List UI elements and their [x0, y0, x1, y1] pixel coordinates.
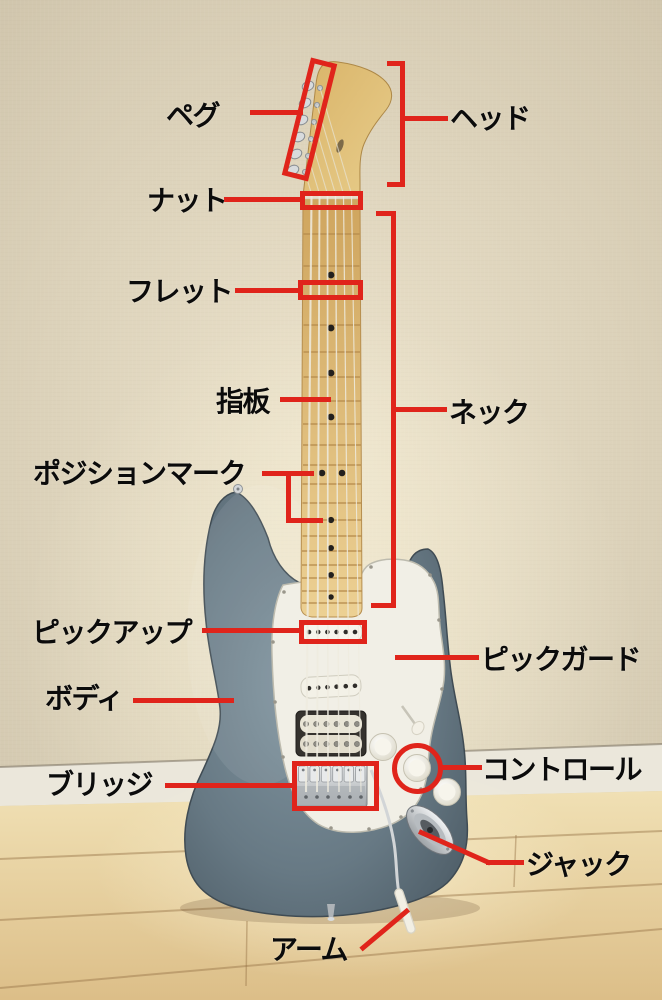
peg-callout-line — [250, 110, 303, 115]
neck-bracket-bottom — [371, 603, 396, 608]
nut-callout-line — [224, 197, 301, 202]
pickguard-callout-line — [395, 655, 479, 660]
head-bracket-top — [387, 61, 405, 66]
control-highlight-circle — [392, 743, 443, 794]
peg-highlight-box — [281, 57, 338, 182]
position-mark-vertical — [286, 471, 291, 523]
label-control: コントロール — [482, 754, 643, 785]
label-bridge: ブリッジ — [46, 769, 154, 800]
label-pickup: ピックアップ — [32, 617, 193, 648]
neck-bracket-top — [376, 211, 396, 216]
strap-pin-horn — [233, 484, 243, 494]
jack-callout-line-diagonal — [417, 829, 492, 866]
bridge-humbucker-pickup — [295, 710, 367, 757]
label-position-mark: ポジションマーク — [33, 458, 247, 489]
arm-callout-line — [359, 907, 411, 952]
position-mark-line-lower — [286, 518, 323, 523]
label-body: ボディ — [45, 683, 124, 714]
neck-callout-line — [396, 407, 447, 412]
headstock-strings — [304, 87, 353, 195]
label-fret: フレット — [126, 276, 234, 307]
label-head: ヘッド — [450, 103, 531, 134]
label-arm: アーム — [270, 934, 348, 965]
head-bracket-bottom — [387, 182, 405, 187]
fret-callout-line — [235, 288, 299, 293]
jack-callout-line — [486, 860, 524, 865]
label-peg: ペグ — [166, 100, 221, 131]
bridge-callout-line — [165, 783, 293, 788]
position-mark-dots — [318, 271, 346, 600]
control-callout-line — [441, 765, 482, 770]
label-nut: ナット — [147, 185, 228, 216]
pickup-callout-line — [202, 628, 300, 633]
fingerboard-callout-line — [280, 397, 331, 402]
tremolo-bridge — [294, 762, 368, 808]
headstock — [302, 61, 393, 197]
neck-bracket-vertical — [391, 211, 396, 608]
fret-highlight-box — [298, 280, 363, 300]
head-bracket-vertical — [400, 61, 405, 187]
label-neck: ネック — [449, 397, 530, 428]
body-callout-line — [133, 698, 234, 703]
bridge-highlight-box — [292, 761, 379, 811]
label-jack: ジャック — [526, 849, 632, 880]
selector-switch — [400, 705, 425, 736]
strap-pin-bottom — [327, 904, 335, 921]
head-callout-line — [405, 116, 448, 121]
pickup-highlight-box — [299, 620, 367, 644]
label-pickguard: ピックガード — [481, 644, 642, 675]
label-fingerboard: 指板 — [216, 386, 271, 417]
nut-highlight-box — [300, 191, 363, 210]
frets — [302, 233, 362, 604]
